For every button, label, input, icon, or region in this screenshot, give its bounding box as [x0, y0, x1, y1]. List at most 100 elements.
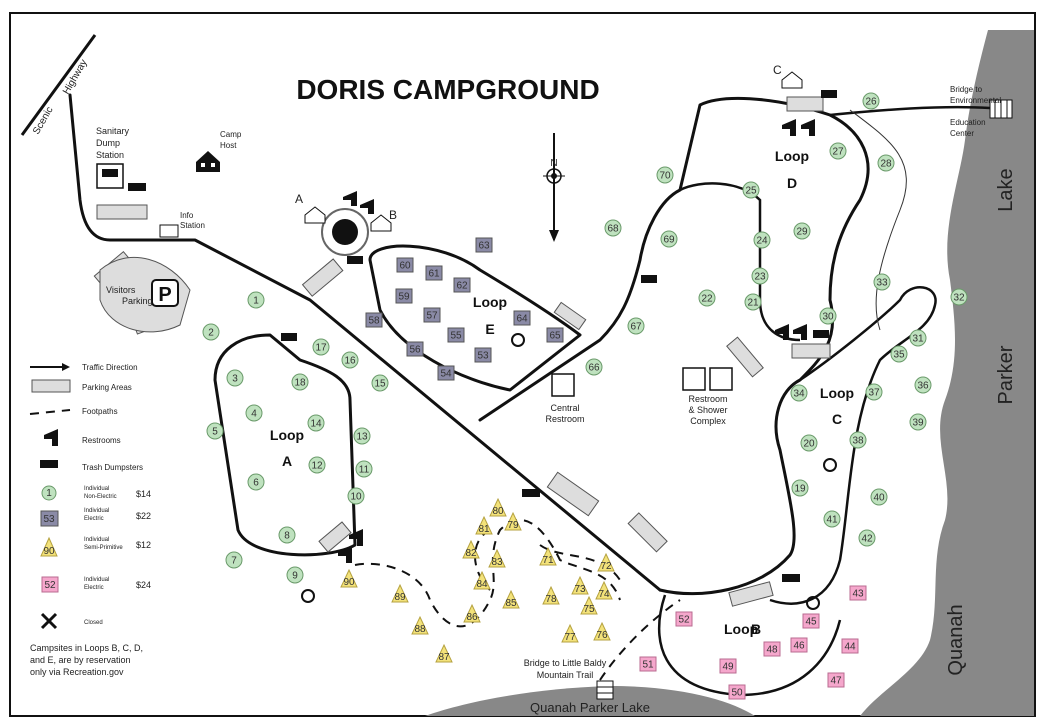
site-semi-74[interactable]: 74 [595, 580, 613, 600]
site-nonelectric-5[interactable]: 5 [206, 422, 224, 440]
site-marker[interactable] [675, 611, 693, 627]
site-marker[interactable] [463, 603, 481, 623]
site-marker[interactable] [355, 460, 373, 478]
site-semi-90[interactable]: 90 [340, 568, 358, 588]
site-marker[interactable] [873, 273, 891, 291]
site-marker[interactable] [308, 456, 326, 474]
site-marker[interactable] [278, 526, 296, 544]
site-marker[interactable] [546, 327, 564, 343]
site-nonelectric-3[interactable]: 3 [226, 369, 244, 387]
site-marker[interactable] [742, 181, 760, 199]
site-semi-72[interactable]: 72 [597, 552, 615, 572]
site-nonelectric-27[interactable]: 27 [829, 142, 847, 160]
site-marker[interactable] [865, 383, 883, 401]
site-semi-76[interactable]: 76 [593, 621, 611, 641]
site-pink-48[interactable]: 48 [763, 641, 781, 657]
site-electric-54[interactable]: 54 [437, 365, 455, 381]
site-electric-61[interactable]: 61 [425, 265, 443, 281]
site-electric-59[interactable]: 59 [395, 288, 413, 304]
site-semi-89[interactable]: 89 [391, 583, 409, 603]
site-electric-60[interactable]: 60 [396, 257, 414, 273]
site-nonelectric-32[interactable]: 32 [950, 288, 968, 306]
site-electric-56[interactable]: 56 [406, 341, 424, 357]
site-marker[interactable] [728, 684, 746, 700]
site-nonelectric-41[interactable]: 41 [823, 510, 841, 528]
site-marker[interactable] [353, 427, 371, 445]
site-semi-82[interactable]: 82 [462, 539, 480, 559]
site-electric-62[interactable]: 62 [453, 277, 471, 293]
site-marker[interactable] [391, 583, 409, 603]
site-marker[interactable] [698, 289, 716, 307]
site-nonelectric-25[interactable]: 25 [742, 181, 760, 199]
site-pink-46[interactable]: 46 [790, 637, 808, 653]
site-electric-63[interactable]: 63 [475, 237, 493, 253]
site-pink-52[interactable]: 52 [675, 611, 693, 627]
site-marker[interactable] [202, 323, 220, 341]
site-marker[interactable] [580, 595, 598, 615]
site-marker[interactable] [858, 529, 876, 547]
site-marker[interactable] [909, 329, 927, 347]
site-nonelectric-40[interactable]: 40 [870, 488, 888, 506]
site-nonelectric-7[interactable]: 7 [225, 551, 243, 569]
site-electric-55[interactable]: 55 [447, 327, 465, 343]
site-electric-57[interactable]: 57 [423, 307, 441, 323]
site-nonelectric-17[interactable]: 17 [312, 338, 330, 356]
site-marker[interactable] [593, 621, 611, 641]
site-marker[interactable] [395, 288, 413, 304]
site-marker[interactable] [793, 222, 811, 240]
site-marker[interactable] [425, 265, 443, 281]
site-semi-78[interactable]: 78 [542, 585, 560, 605]
site-marker[interactable] [473, 570, 491, 590]
site-electric-64[interactable]: 64 [513, 310, 531, 326]
site-marker[interactable] [475, 515, 493, 535]
site-nonelectric-12[interactable]: 12 [308, 456, 326, 474]
site-nonelectric-9[interactable]: 9 [286, 566, 304, 584]
site-nonelectric-23[interactable]: 23 [751, 267, 769, 285]
site-marker[interactable] [561, 623, 579, 643]
site-marker[interactable] [340, 568, 358, 588]
site-marker[interactable] [341, 351, 359, 369]
site-marker[interactable] [423, 307, 441, 323]
site-pink-50[interactable]: 50 [728, 684, 746, 700]
site-nonelectric-34[interactable]: 34 [790, 384, 808, 402]
site-marker[interactable] [914, 376, 932, 394]
site-nonelectric-70[interactable]: 70 [656, 166, 674, 184]
site-nonelectric-20[interactable]: 20 [800, 434, 818, 452]
site-marker[interactable] [488, 548, 506, 568]
site-marker[interactable] [447, 327, 465, 343]
site-marker[interactable] [744, 293, 762, 311]
site-marker[interactable] [489, 497, 507, 517]
site-marker[interactable] [437, 365, 455, 381]
site-marker[interactable] [286, 566, 304, 584]
site-marker[interactable] [800, 434, 818, 452]
site-nonelectric-38[interactable]: 38 [849, 431, 867, 449]
site-marker[interactable] [890, 345, 908, 363]
site-semi-81[interactable]: 81 [475, 515, 493, 535]
site-semi-79[interactable]: 79 [504, 511, 522, 531]
site-marker[interactable] [841, 638, 859, 654]
site-nonelectric-2[interactable]: 2 [202, 323, 220, 341]
site-marker[interactable] [307, 414, 325, 432]
site-pink-51[interactable]: 51 [639, 656, 657, 672]
site-nonelectric-67[interactable]: 67 [627, 317, 645, 335]
site-marker[interactable] [312, 338, 330, 356]
site-semi-85[interactable]: 85 [502, 589, 520, 609]
site-nonelectric-36[interactable]: 36 [914, 376, 932, 394]
site-nonelectric-39[interactable]: 39 [909, 413, 927, 431]
site-marker[interactable] [627, 317, 645, 335]
site-nonelectric-13[interactable]: 13 [353, 427, 371, 445]
site-nonelectric-29[interactable]: 29 [793, 222, 811, 240]
site-nonelectric-1[interactable]: 1 [247, 291, 265, 309]
site-marker[interactable] [870, 488, 888, 506]
site-semi-87[interactable]: 87 [435, 643, 453, 663]
site-marker[interactable] [226, 369, 244, 387]
site-nonelectric-35[interactable]: 35 [890, 345, 908, 363]
site-nonelectric-6[interactable]: 6 [247, 473, 265, 491]
site-semi-80[interactable]: 80 [489, 497, 507, 517]
site-nonelectric-19[interactable]: 19 [791, 479, 809, 497]
site-marker[interactable] [802, 613, 820, 629]
site-marker[interactable] [829, 142, 847, 160]
site-electric-65[interactable]: 65 [546, 327, 564, 343]
site-nonelectric-11[interactable]: 11 [355, 460, 373, 478]
site-semi-88[interactable]: 88 [411, 615, 429, 635]
